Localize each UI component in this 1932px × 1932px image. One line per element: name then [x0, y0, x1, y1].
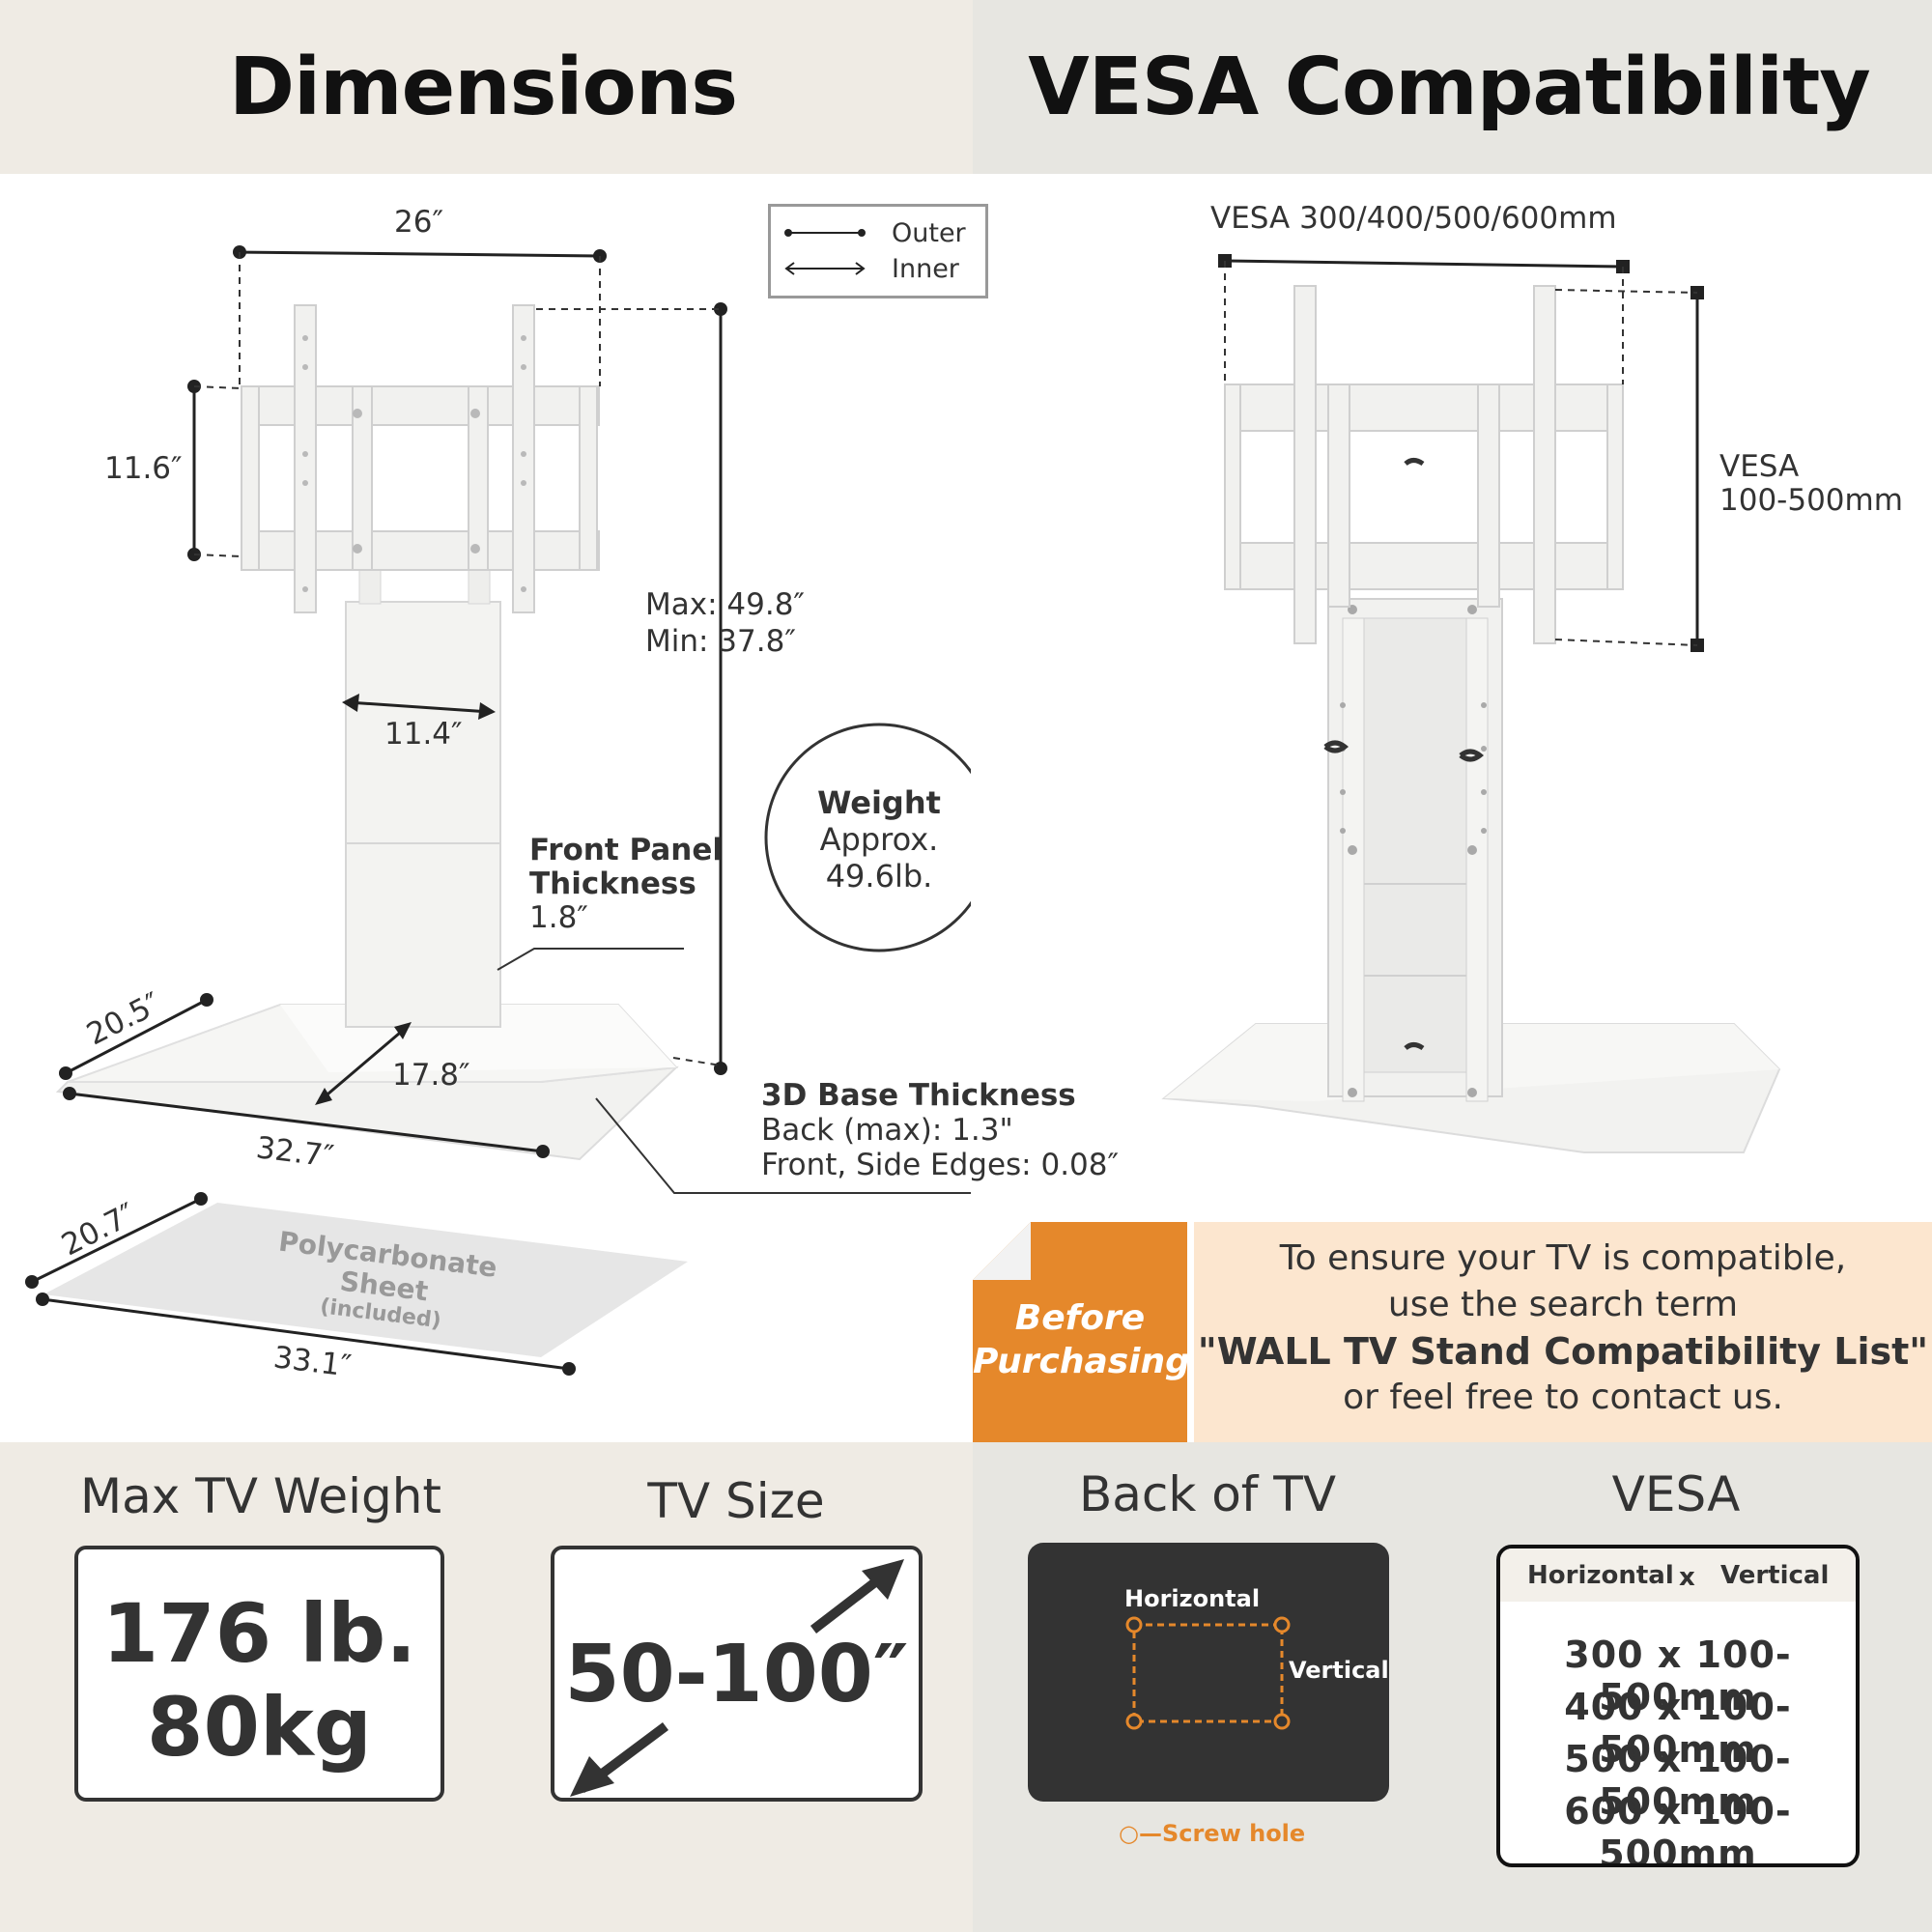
- label-height-max: Max: 49.8″: [645, 587, 805, 622]
- weight-approx: Approx.: [819, 821, 939, 858]
- label-column-width: 11.4″: [384, 717, 463, 752]
- weight-info: Weight Approx. 49.6lb.: [766, 784, 992, 895]
- max-weight-kg: 80kg: [147, 1680, 372, 1775]
- legend-outer: Outer: [892, 218, 966, 248]
- front-panel-title-2: Thickness: [529, 867, 696, 901]
- vesa-table-header: Horizontal x Vertical: [1500, 1548, 1856, 1602]
- base-thickness-info: 3D Base Thickness Back (max): 1.3" Front…: [761, 1078, 1119, 1182]
- before-purchasing-tag-text: Before Purchasing: [973, 1296, 1190, 1383]
- back-of-tv-title: Back of TV: [1078, 1466, 1337, 1522]
- vesa-head-x: x: [1679, 1563, 1695, 1592]
- vesa-row: 300 x 100-500mm: [1564, 1634, 1792, 1719]
- header-left-bg: [0, 0, 973, 174]
- message-line-4: or feel free to contact us.: [1343, 1378, 1783, 1417]
- back-of-tv-panel: Horizontal Vertical: [1028, 1543, 1389, 1802]
- header-right-bg: [973, 0, 1932, 174]
- base-thickness-title: 3D Base Thickness: [761, 1078, 1076, 1113]
- vesa-vertical-label-2: 100-500mm: [1719, 483, 1903, 518]
- front-panel-info: Front Panel Thickness 1.8″: [529, 834, 723, 935]
- vesa-table: Horizontal x Vertical 300 x 100-500mm 40…: [1496, 1545, 1860, 1867]
- back-vertical-label: Vertical: [1289, 1657, 1389, 1684]
- tag-line-1: Before: [1014, 1298, 1146, 1338]
- max-weight-title: Max TV Weight: [79, 1468, 442, 1524]
- screw-hole-label: Screw hole: [1161, 1820, 1306, 1847]
- vesa-vertical-label-1: VESA: [1719, 449, 1800, 484]
- max-weight-lb: 176 lb.: [101, 1586, 417, 1681]
- stand-dimension-illustration: [25, 245, 971, 1376]
- vesa-table-title: VESA: [1611, 1466, 1741, 1522]
- front-panel-value: 1.8″: [529, 900, 588, 935]
- message-search-term: "WALL TV Stand Compatibility List": [1197, 1330, 1929, 1373]
- front-panel-title-1: Front Panel: [529, 833, 723, 867]
- vesa-row: 400 x 100-500mm: [1564, 1686, 1792, 1771]
- max-weight-box: 176 lb. 80kg: [74, 1546, 444, 1802]
- tv-size-title: TV Size: [647, 1473, 825, 1529]
- polycarbonate-sheet: [43, 1203, 688, 1357]
- message-line-2: use the search term: [1387, 1285, 1739, 1324]
- weight-circle: [764, 723, 971, 952]
- legend-inner: Inner: [892, 254, 959, 284]
- label-top-width: 26″: [394, 205, 444, 240]
- screw-hole-icon: ○—: [1119, 1820, 1162, 1847]
- base-thickness-front: Front, Side Edges: 0.08″: [761, 1148, 1120, 1182]
- label-height-min: Min: 37.8″: [645, 624, 796, 659]
- message-line-1: To ensure your TV is compatible,: [1279, 1238, 1847, 1278]
- screw-hole-pattern: [1125, 1616, 1291, 1730]
- tv-size-value: 50-100″: [564, 1629, 909, 1720]
- screw-hole-legend: ○—Screw hole: [1119, 1820, 1305, 1847]
- weight-title: Weight: [817, 784, 941, 821]
- tag-line-2: Purchasing: [973, 1342, 1190, 1381]
- base-thickness-back: Back (max): 1.3": [761, 1113, 1013, 1148]
- weight-value: 49.6lb.: [825, 858, 933, 895]
- vesa-stand-illustration: [1161, 254, 1781, 1153]
- stand-column: [345, 601, 501, 1028]
- vesa-compatibility-title: VESA Compatibility: [1028, 41, 1871, 133]
- vesa-head-vertical: Vertical: [1720, 1561, 1830, 1590]
- line-legend: Outer Inner: [768, 204, 988, 298]
- label-bracket-height: 11.6″: [104, 451, 183, 486]
- dimensions-title: Dimensions: [228, 41, 738, 133]
- back-horizontal-label: Horizontal: [1124, 1585, 1261, 1612]
- vesa-head-horizontal: Horizontal: [1527, 1561, 1674, 1590]
- vesa-row: 600 x 100-500mm: [1564, 1790, 1792, 1867]
- before-purchasing-tag: Before Purchasing: [973, 1222, 1190, 1442]
- vesa-row: 500 x 100-500mm: [1564, 1738, 1792, 1823]
- tv-size-box: 50-100″: [551, 1546, 923, 1802]
- vesa-horizontal-label: VESA 300/400/500/600mm: [1210, 201, 1617, 236]
- label-base-inner: 17.8″: [392, 1058, 470, 1093]
- before-purchasing-message: To ensure your TV is compatible, use the…: [1194, 1222, 1932, 1442]
- vesa-bracket: [241, 304, 600, 613]
